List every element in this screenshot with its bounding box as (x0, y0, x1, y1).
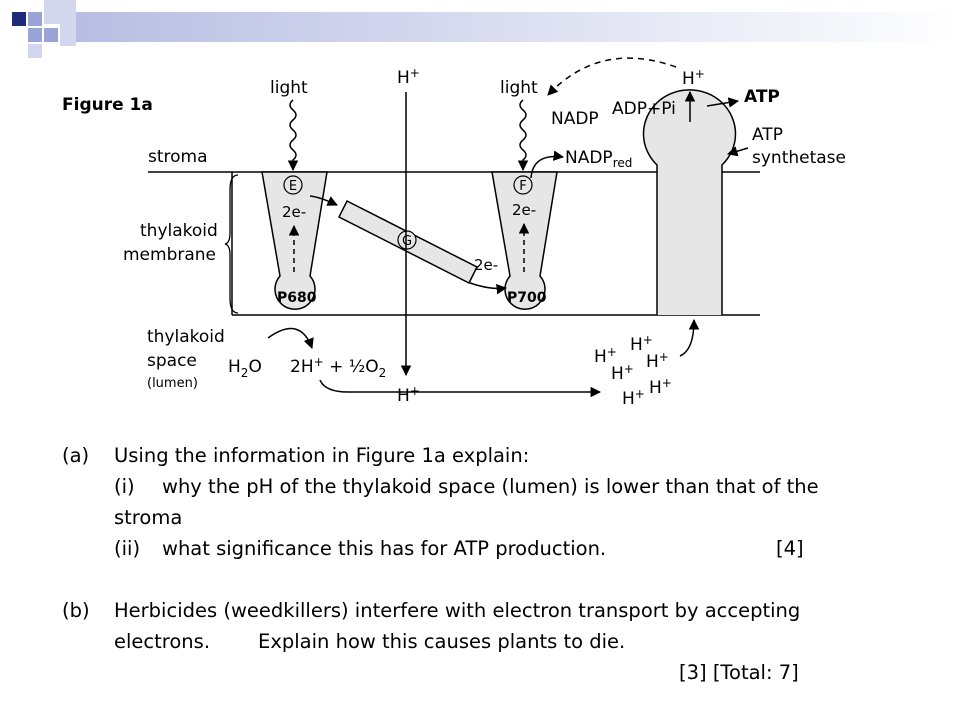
question-text: (a) Using the information in Figure 1a e… (62, 440, 942, 688)
nadp-reduction-arrow (530, 150, 565, 179)
question-a-marker: (a) (62, 444, 90, 467)
light-squiggle (287, 99, 299, 172)
corner-square-periwinkle (28, 28, 42, 42)
question-b-text: Herbicides (weedkillers) interfere with … (114, 599, 801, 622)
atp-synthetase (642, 89, 737, 315)
p680-label: P680 (277, 290, 317, 306)
h-plus-synthetase-label: H+ (682, 67, 705, 89)
h-plus-top-label: H+ (397, 66, 420, 88)
thylakoid-membrane-label-2: membrane (123, 245, 216, 265)
corner-square-light (60, 0, 76, 46)
figure-title: Figure 1a (62, 95, 153, 115)
question-b-marker: (b) (62, 599, 90, 622)
h2o-label: H2O (228, 357, 262, 380)
question-a-marks: [4] (776, 537, 804, 560)
corner-square-light (28, 44, 42, 58)
h-plus-ion: H+ (611, 362, 634, 384)
question-ii-text: what significance this has for ATP produ… (162, 537, 607, 560)
two-e-label: 2e- (282, 203, 306, 221)
nadp-red-label: NADPred (565, 148, 632, 170)
question-i-text: why the pH of the thylakoid space (lumen… (162, 475, 819, 498)
e-label: E (289, 179, 297, 194)
question-total-marks: [3] [Total: 7] (679, 661, 799, 684)
water-split-arrow (267, 327, 314, 349)
h-plus-ion: H+ (649, 376, 672, 398)
e-circle (283, 175, 303, 195)
stroma-label: stroma (148, 147, 208, 167)
h-plus-ion: H+ (646, 350, 669, 372)
h-plus-bottom-label: H+ (397, 384, 420, 406)
question-i-text-cont: stroma (114, 506, 183, 529)
f-label: F (519, 179, 526, 194)
atp-synthetase-label-2: synthetase (752, 148, 846, 168)
h-plus-ion: H+ (622, 387, 645, 409)
nadp-label: NADP (551, 109, 599, 129)
g-circle (397, 230, 417, 250)
light-squiggle (517, 99, 529, 172)
two-e-label: 2e- (474, 256, 498, 274)
nadp-recycle-arrow (547, 57, 677, 96)
thylakoid-space-label-2: space (147, 351, 197, 371)
membrane-brace (224, 174, 239, 314)
f-circle (513, 175, 533, 195)
atp-synthetase-label-1: ATP (752, 125, 783, 145)
adp-pi-label: ADP+Pi (612, 99, 676, 119)
e-to-carrier-arrow (309, 195, 338, 206)
synthetase-pointer-arrow (726, 146, 749, 157)
question-b-text-cont-2: Explain how this causes plants to die. (258, 630, 626, 653)
question-b-text-cont: electrons. (114, 630, 211, 653)
question-ii-marker: (ii) (114, 537, 141, 560)
corner-square-periwinkle (44, 28, 58, 42)
corner-square-periwinkle (28, 12, 42, 26)
corner-square-light (44, 0, 62, 24)
atp-out-arrow (706, 97, 740, 108)
thylakoid-membrane-label-1: thylakoid (140, 221, 218, 241)
lumen-label: (lumen) (147, 376, 198, 391)
question-a-text: Using the information in Figure 1a expla… (114, 444, 530, 467)
photosynthesis-figure: Figure 1a stroma thylakoid membrane thyl… (62, 57, 846, 409)
light-label: light (500, 78, 538, 98)
question-i-marker: (i) (114, 475, 135, 498)
corner-square-navy (12, 12, 26, 26)
header-bar (76, 12, 960, 42)
p700-label: P700 (507, 290, 547, 306)
h-plus-to-synthetase-arrow (679, 318, 700, 357)
thylakoid-space-label-1: thylakoid (147, 327, 225, 347)
light-label: light (270, 78, 308, 98)
atp-label: ATP (744, 87, 780, 107)
water-products-label: 2H+ + ½O2 (290, 355, 386, 380)
h-plus-to-lumen-arrow (319, 379, 602, 398)
carrier-to-p700-arrow (469, 282, 508, 295)
g-label: G (402, 234, 412, 249)
two-e-label: 2e- (512, 201, 536, 219)
